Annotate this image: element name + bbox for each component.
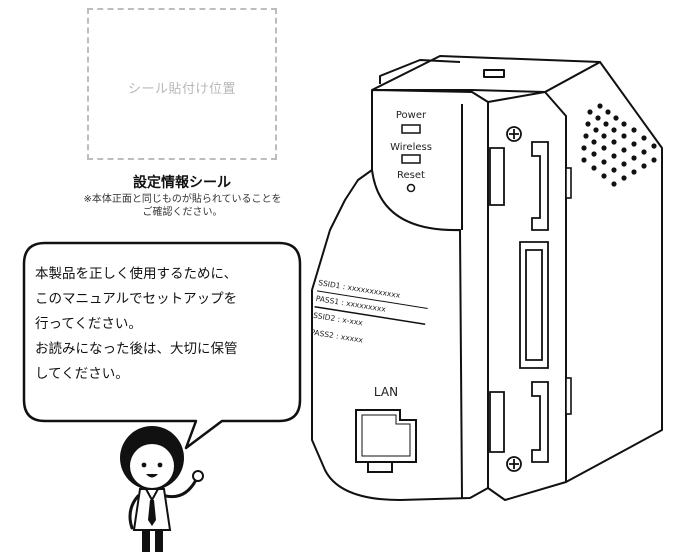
girl-character-icon bbox=[120, 426, 204, 552]
speech-line-1: 本製品を正しく使用するために、 bbox=[35, 266, 238, 282]
speech-line-4: お読みになった後は、大切に保管 bbox=[35, 341, 238, 357]
seal-placement-area: シール貼付け位置 bbox=[87, 8, 277, 160]
reset-button-icon bbox=[406, 183, 416, 193]
wireless-label: Wireless bbox=[390, 142, 432, 153]
speech-line-5: してください。 bbox=[35, 366, 129, 382]
seal-note-line-2: ご確認ください。 bbox=[142, 207, 223, 218]
power-label: Power bbox=[396, 110, 427, 121]
vent-holes-icon bbox=[581, 103, 657, 187]
speech-line-2: このマニュアルでセットアップを bbox=[35, 291, 238, 307]
seal-placeholder-text: シール貼付け位置 bbox=[127, 82, 236, 97]
lan-port-icon bbox=[355, 409, 417, 473]
lan-label: LAN bbox=[374, 385, 398, 399]
reset-label: Reset bbox=[397, 170, 425, 181]
seal-title: 設定情報シール bbox=[133, 175, 231, 191]
speech-bubble-text: 本製品を正しく使用するために、 このマニュアルでセットアップを 行ってください。… bbox=[35, 262, 295, 387]
seal-note: ※本体正面と同じものが貼られていることを ご確認ください。 bbox=[40, 193, 325, 219]
power-led-icon bbox=[401, 124, 421, 134]
seal-note-line-1: ※本体正面と同じものが貼られていることを bbox=[83, 194, 282, 205]
speech-line-3: 行ってください。 bbox=[35, 316, 142, 332]
wireless-led-icon bbox=[401, 154, 421, 164]
